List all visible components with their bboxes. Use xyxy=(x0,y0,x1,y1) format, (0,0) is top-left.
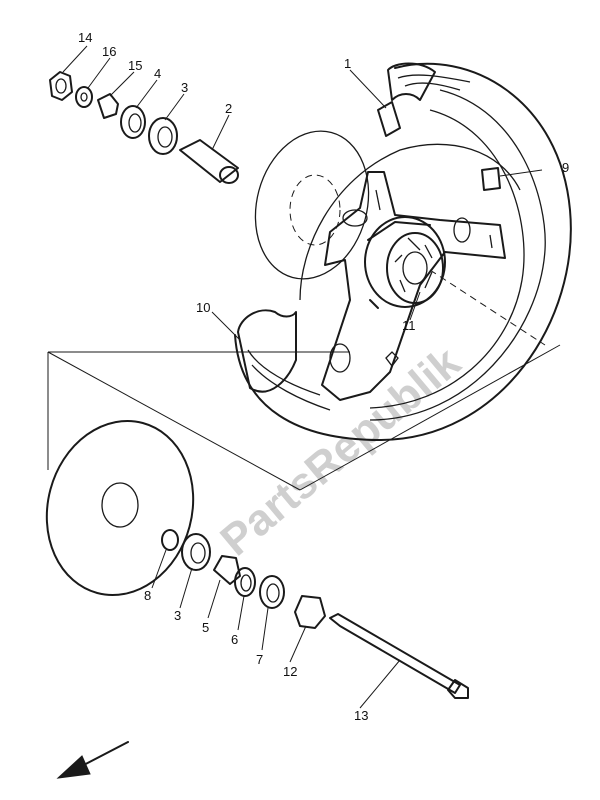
callout-16: 16 xyxy=(102,44,116,59)
bearing-6 xyxy=(234,567,256,597)
rear-brake-disc-outline xyxy=(254,130,370,280)
collar-15 xyxy=(97,93,119,119)
axle-plane-outline xyxy=(47,269,561,491)
axle-nut-14 xyxy=(49,71,73,101)
callout-4: 4 xyxy=(154,66,161,81)
callout-1: 1 xyxy=(344,56,351,71)
callout-7: 7 xyxy=(256,652,263,667)
wheel-assembly xyxy=(234,62,572,441)
callout-12: 12 xyxy=(283,664,297,679)
callout-5: 5 xyxy=(202,620,209,635)
gear-unit-12 xyxy=(294,595,326,629)
spacer-2 xyxy=(179,139,239,183)
callout-3-bottom: 3 xyxy=(174,608,181,623)
callout-11: 11 xyxy=(402,318,416,333)
leader-lines xyxy=(62,45,543,709)
bearing-3-top xyxy=(148,117,178,155)
callout-9: 9 xyxy=(562,160,569,175)
callout-15: 15 xyxy=(128,58,142,73)
wheel-axle-13 xyxy=(329,613,461,694)
lower-parts xyxy=(161,529,469,699)
callout-14: 14 xyxy=(78,30,92,45)
callout-8: 8 xyxy=(144,588,151,603)
clutch-5 xyxy=(213,555,241,585)
callout-13: 13 xyxy=(354,708,368,723)
callout-6: 6 xyxy=(231,632,238,647)
oil-seal-7 xyxy=(259,575,285,609)
callout-10: 10 xyxy=(196,300,210,315)
left-side-parts xyxy=(49,71,239,184)
callout-3-top: 3 xyxy=(181,80,188,95)
spacer-8 xyxy=(161,529,179,551)
oil-seal-4 xyxy=(120,105,146,139)
bearing-3-bottom xyxy=(181,533,211,571)
front-direction-arrow-icon xyxy=(56,741,129,779)
brake-disc xyxy=(45,419,195,597)
callout-2: 2 xyxy=(225,101,232,116)
callout-labels: 14 16 15 4 3 2 1 9 10 11 8 3 5 6 7 12 13 xyxy=(78,30,569,723)
washer-16 xyxy=(75,86,93,108)
